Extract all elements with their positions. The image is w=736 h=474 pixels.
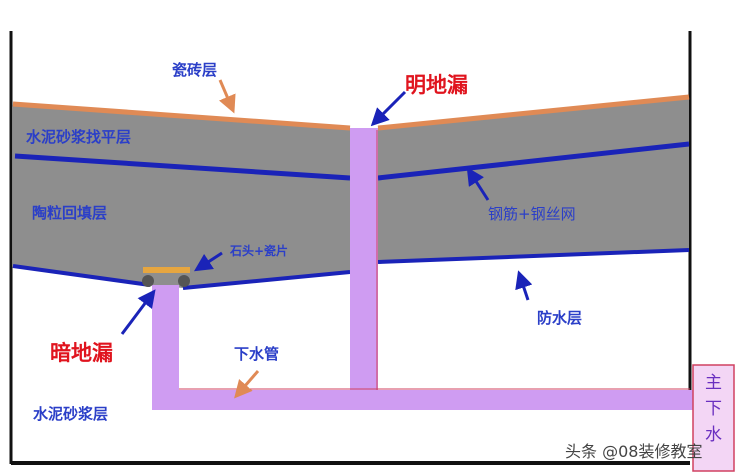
- label-stone-tile: 石头+瓷片: [229, 243, 288, 258]
- label-main-drain-1: 主: [705, 373, 722, 393]
- label-tile-layer: 瓷砖层: [172, 61, 217, 79]
- label-mortar-layer: 水泥砂浆层: [33, 405, 108, 423]
- stone-tile-cover: [143, 267, 190, 273]
- waterproof-right: [377, 248, 690, 264]
- label-drain-pipe: 下水管: [234, 345, 279, 363]
- stone-arrow: [193, 251, 223, 272]
- horizontal-drain-pipe: [152, 390, 697, 410]
- rebar-mesh-left: [14, 153, 351, 181]
- hidden-drain-pipe: [152, 285, 179, 410]
- waterproof-arrow: [515, 270, 533, 301]
- mesh-arrow: [466, 166, 490, 201]
- tile-arrow: [218, 79, 236, 114]
- waterproof-left: [12, 264, 151, 287]
- visible-drain-arrow: [370, 90, 407, 127]
- rebar-mesh-right: [377, 141, 690, 181]
- label-ceramsite-backfill: 陶粒回填层: [32, 204, 107, 222]
- left-fill-layer: [13, 104, 350, 288]
- main-drain-box: [692, 364, 735, 472]
- drain-pipe-arrow: [234, 370, 260, 399]
- waterproof-middle: [182, 270, 351, 290]
- stone-left: [142, 275, 154, 287]
- label-waterproof-layer: 防水层: [537, 309, 582, 327]
- label-leveling-layer: 水泥砂浆找平层: [26, 128, 131, 146]
- label-visible-drain: 明地漏: [405, 73, 468, 97]
- visible-drain-pipe: [350, 128, 378, 410]
- right-fill-layer: [378, 97, 689, 262]
- tile-layer-left: [12, 101, 351, 131]
- hidden-drain-arrow: [120, 289, 156, 335]
- tile-layer-right: [377, 94, 690, 131]
- watermark: 头条 @08装修教室: [565, 442, 702, 461]
- stone-right: [178, 275, 190, 287]
- label-main-drain-3: 水: [705, 425, 722, 445]
- label-hidden-drain: 暗地漏: [50, 341, 113, 365]
- label-rebar-mesh: 钢筋+钢丝网: [488, 205, 576, 223]
- label-main-drain-2: 下: [705, 399, 722, 419]
